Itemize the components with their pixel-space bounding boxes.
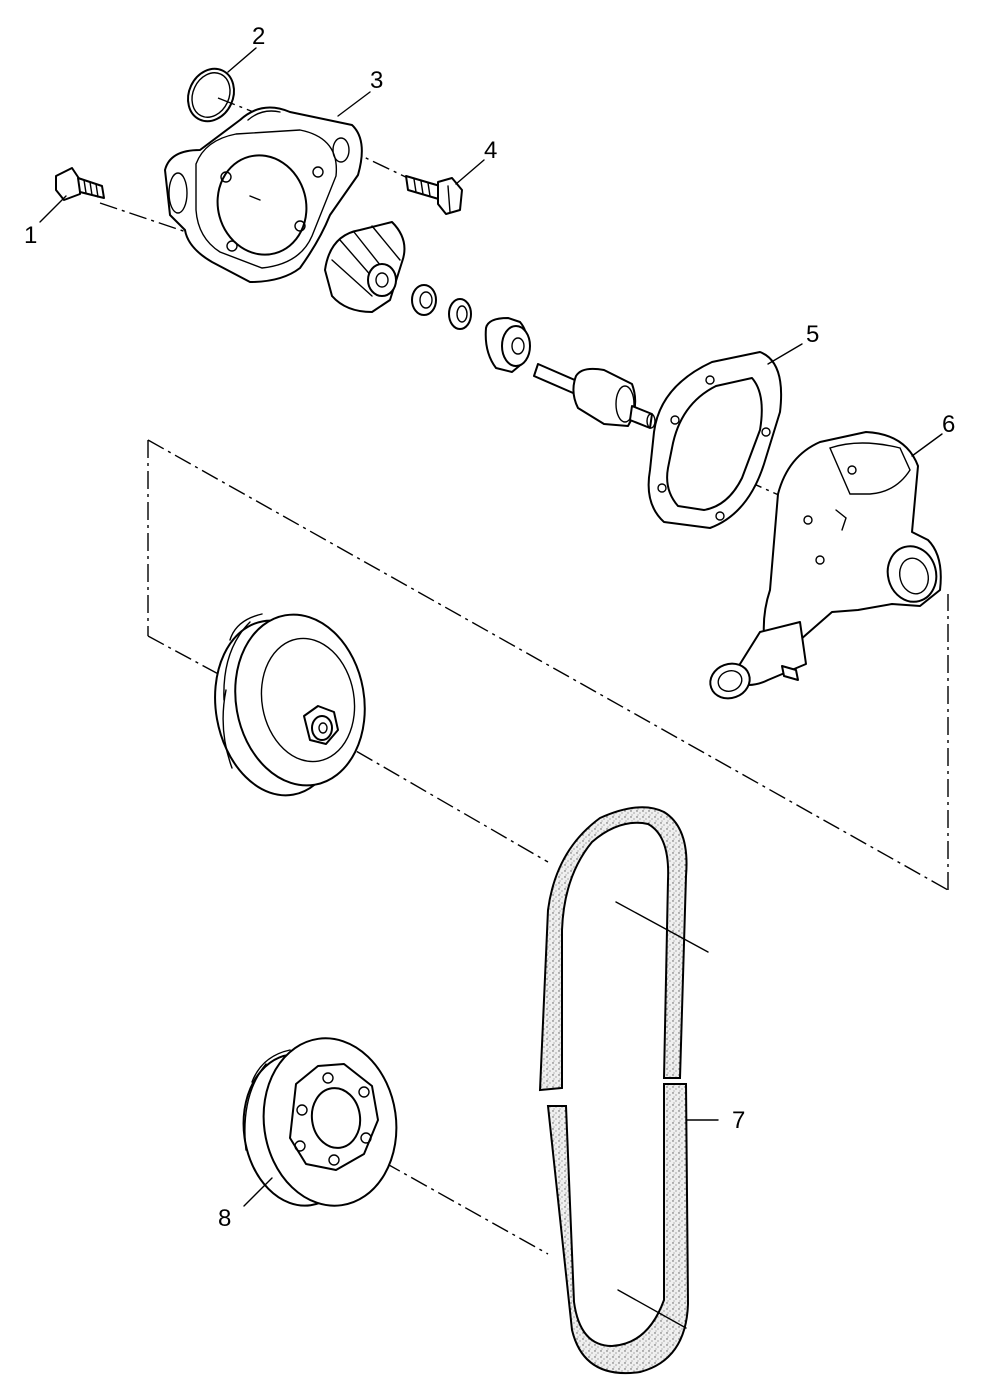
- callout-6: 6: [942, 411, 955, 438]
- part-bolt-4: [405, 175, 463, 215]
- callout-3: 3: [370, 67, 383, 94]
- callout-1: 1: [24, 222, 37, 249]
- part-o-ring-2: [187, 67, 235, 123]
- callout-8: 8: [218, 1205, 231, 1232]
- part-impeller: [324, 221, 406, 313]
- leader-lines: [39, 47, 943, 1207]
- part-pump-pulley: [214, 613, 366, 797]
- callout-2: 2: [252, 23, 265, 50]
- part-seals-bearings: [411, 284, 531, 373]
- part-crank-pulley-8: [242, 1037, 398, 1207]
- part-gasket-5: [647, 351, 783, 529]
- callout-7: 7: [732, 1107, 745, 1134]
- part-pump-cover-3: [164, 106, 363, 283]
- part-bolt-1: [55, 167, 105, 201]
- callout-4: 4: [484, 137, 497, 164]
- part-pump-housing-6: [709, 431, 942, 700]
- part-v-belt-7: [538, 806, 719, 1375]
- callout-5: 5: [806, 321, 819, 348]
- part-shaft: [533, 363, 656, 429]
